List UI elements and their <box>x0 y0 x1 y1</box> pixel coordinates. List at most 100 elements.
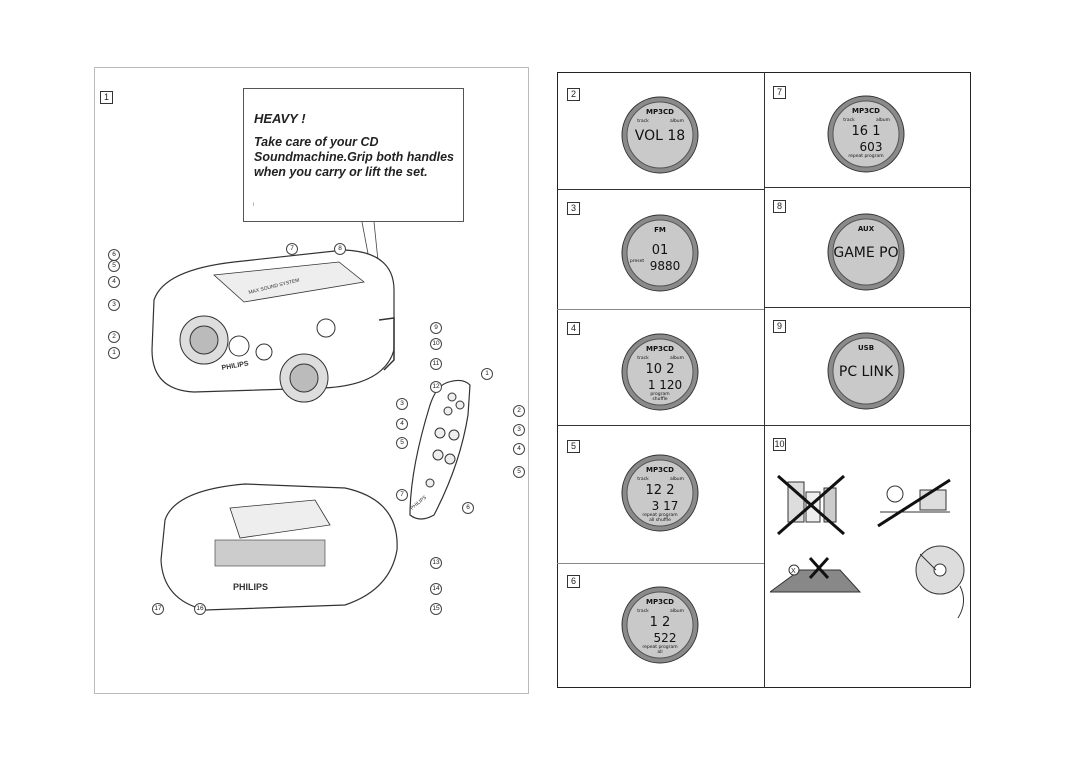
lcd-text: MP3CD <box>646 108 674 116</box>
lcd-text: PC LINK <box>839 364 894 380</box>
warning-title: HEAVY ! <box>254 111 306 126</box>
callout: 13 <box>430 557 442 569</box>
callout: 3 <box>513 424 525 436</box>
figure-number: 10 <box>773 438 786 451</box>
lcd-text: MP3CD <box>646 466 674 474</box>
callout: 16 <box>194 603 206 615</box>
lcd-text: album <box>670 355 684 361</box>
lcd-text: album <box>670 118 684 124</box>
lcd-text: 603 <box>860 140 883 154</box>
lcd-text: 1 2 <box>650 615 671 630</box>
lcd-text: preset <box>630 258 644 264</box>
callout: 1 <box>481 368 493 380</box>
callout: 4 <box>396 418 408 430</box>
callout: 7 <box>396 489 408 501</box>
lcd-text: MP3CD <box>852 107 880 115</box>
lcd-display: USB PC LINK <box>827 332 905 410</box>
lcd-text: 522 <box>654 631 677 645</box>
lcd-screen <box>626 459 694 527</box>
boombox-back-illustration: PHILIPS <box>160 483 398 611</box>
lcd-text: album <box>670 608 684 614</box>
callout: 17 <box>152 603 164 615</box>
figure-number: 4 <box>567 322 580 335</box>
callout: 6 <box>462 502 474 514</box>
figure-number: 3 <box>567 202 580 215</box>
lcd-text: 16 1 <box>852 124 881 139</box>
lcd-text: repeat program <box>642 512 677 518</box>
figure-number: 6 <box>567 575 580 588</box>
callout: 2 <box>513 405 525 417</box>
callout: 5 <box>396 437 408 449</box>
callout: 5 <box>108 260 120 272</box>
lcd-text: track <box>637 118 649 124</box>
figure-number: 5 <box>567 440 580 453</box>
lcd-text: MP3CD <box>646 598 674 606</box>
lcd-text: repeat program <box>642 644 677 650</box>
callout: 4 <box>108 276 120 288</box>
remote-control: PHILIPS <box>409 379 471 520</box>
callout: 2 <box>108 331 120 343</box>
lcd-text: 12 2 <box>646 483 675 498</box>
lcd-text: track <box>843 117 855 123</box>
lcd-text: FM <box>654 226 666 234</box>
lcd-text: album <box>876 117 890 123</box>
callout: 3 <box>396 398 408 410</box>
warning-box: HEAVY ! Take care of your CD Soundmachin… <box>243 88 464 222</box>
lcd-display: AUX GAME PO <box>827 213 905 291</box>
lcd-text: 10 2 <box>646 362 675 377</box>
care-mark: X <box>791 568 796 575</box>
figure-number: 8 <box>773 200 786 213</box>
lcd-text: track <box>637 476 649 482</box>
callout: 14 <box>430 583 442 595</box>
callout: 10 <box>430 338 442 350</box>
figure-number: 7 <box>773 86 786 99</box>
brand-back: PHILIPS <box>233 582 268 592</box>
lcd-text: track <box>637 355 649 361</box>
callout: 5 <box>513 466 525 478</box>
lcd-text: USB <box>858 344 874 352</box>
lcd-text: 3 17 <box>652 499 679 513</box>
callout: 8 <box>334 243 346 255</box>
lcd-text: 1 120 <box>648 378 682 392</box>
callout: 12 <box>430 381 442 393</box>
lcd-text: album <box>670 476 684 482</box>
lcd-text: all <box>657 649 662 655</box>
lcd-screen <box>832 337 900 405</box>
lcd-text: repeat program <box>848 153 883 159</box>
lcd-text: VOL 18 <box>635 128 685 144</box>
warning-text: Take care of your CD Soundmachine.Grip b… <box>254 135 455 179</box>
boombox-illustration: MAX SOUND SYSTEM PHILIPS <box>151 221 395 403</box>
callout: 7 <box>286 243 298 255</box>
figure-number: 9 <box>773 320 786 333</box>
callout: 9 <box>430 322 442 334</box>
lcd-text: 9880 <box>650 259 681 273</box>
lcd-screen <box>832 100 900 168</box>
figure-number: 2 <box>567 88 580 101</box>
lcd-text: AUX <box>858 225 875 233</box>
lcd-screen <box>626 101 694 169</box>
lcd-text: GAME PO <box>833 245 898 261</box>
lcd-text: 01 <box>652 243 669 258</box>
lcd-screen <box>832 218 900 286</box>
lcd-text: all shuffle <box>649 517 671 523</box>
lcd-text: shuffle <box>652 396 667 402</box>
care-illustrations: X <box>770 474 965 619</box>
callout: 11 <box>430 358 442 370</box>
callout: 15 <box>430 603 442 615</box>
figure-number: 1 <box>100 91 113 104</box>
lcd-text: track <box>637 608 649 614</box>
brand-front: PHILIPS <box>221 360 249 372</box>
warning-mark: i <box>253 202 255 208</box>
lcd-screen <box>626 338 694 406</box>
lcd-screen <box>626 219 694 287</box>
lcd-text: program <box>650 391 669 397</box>
callout: 3 <box>108 299 120 311</box>
lcd-text: MP3CD <box>646 345 674 353</box>
callout: 1 <box>108 347 120 359</box>
